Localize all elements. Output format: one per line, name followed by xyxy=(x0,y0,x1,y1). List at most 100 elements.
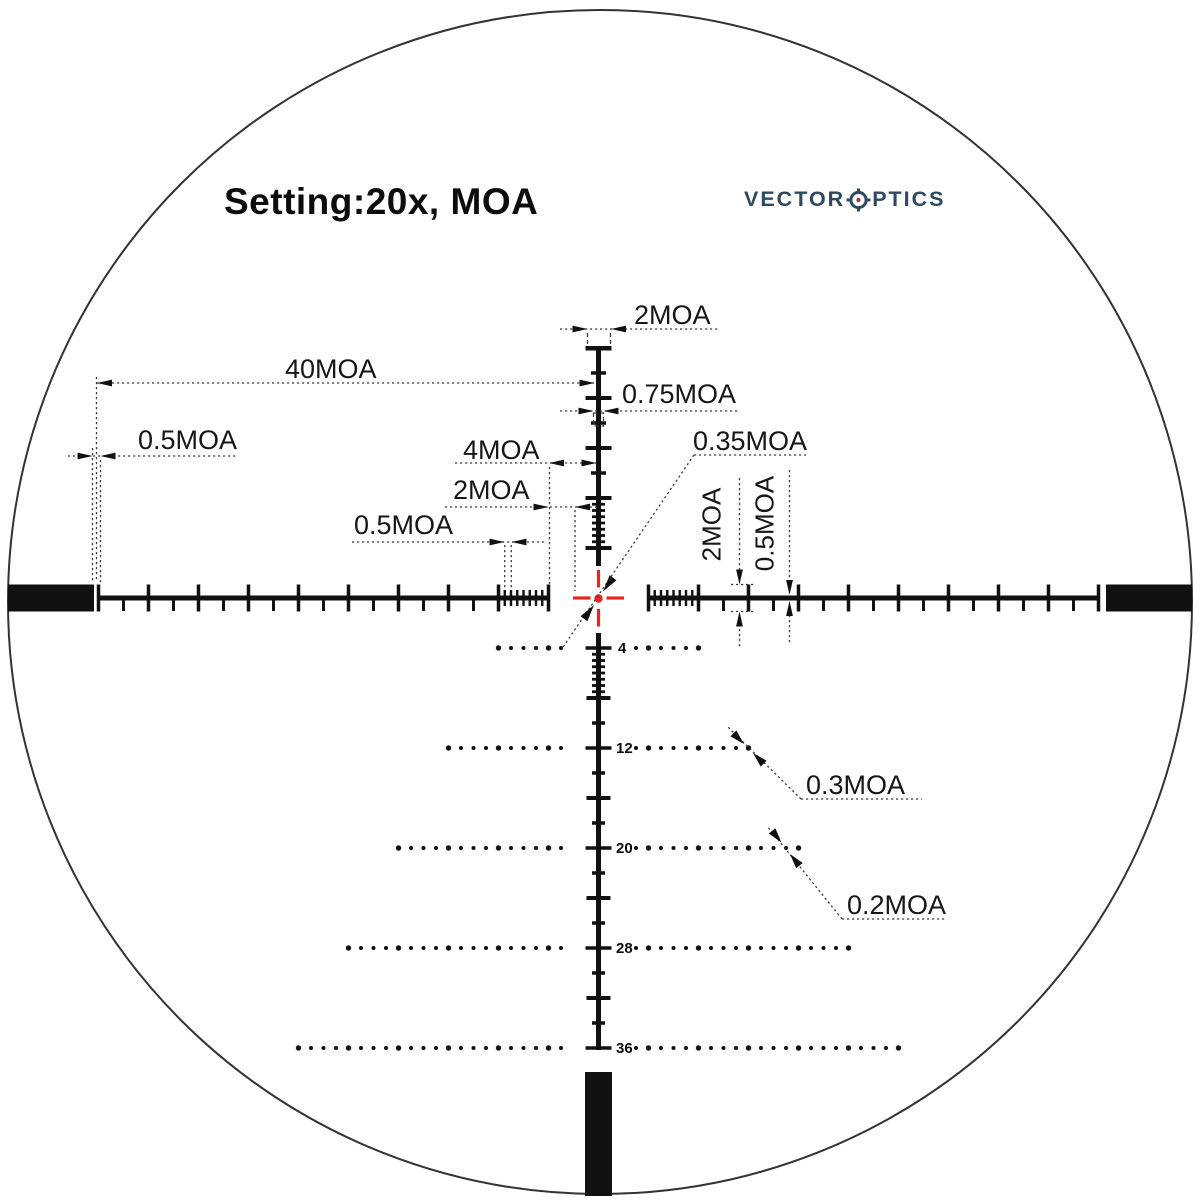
h-major-tick xyxy=(296,584,301,612)
holdover-dot xyxy=(634,846,638,850)
holdover-dot xyxy=(295,1045,302,1051)
holdover-dot xyxy=(521,846,526,850)
small-dot-pointer xyxy=(768,828,782,843)
holdover-dot xyxy=(645,645,652,651)
vector-optics-logo: VECTOR PTICS xyxy=(744,187,946,212)
v-fine-tick xyxy=(592,527,605,531)
holdover-dot xyxy=(759,1046,763,1050)
holdover-dot xyxy=(434,1046,438,1050)
holdover-dot xyxy=(534,646,538,650)
holdover-dot xyxy=(334,1046,338,1050)
h-fine-tick xyxy=(691,590,694,606)
h-major-tick xyxy=(846,584,851,612)
holdover-dot xyxy=(745,845,752,851)
right-heavy-bar xyxy=(1106,584,1192,612)
holdover-dot xyxy=(634,946,638,950)
holdover-dot xyxy=(795,845,802,851)
h-minor-tick xyxy=(222,598,225,611)
h-major-tick xyxy=(746,584,751,612)
row-cross-tick xyxy=(585,746,612,750)
holdover-dot xyxy=(484,946,488,950)
holdover-dot xyxy=(671,846,676,850)
holdover-dot xyxy=(445,845,452,851)
holdover-dot xyxy=(671,946,676,950)
v-wide-tick xyxy=(585,496,612,500)
v-wide-tick xyxy=(585,446,612,450)
holdover-dot xyxy=(459,746,463,750)
v-fine-tick xyxy=(592,502,605,506)
holdover-dot xyxy=(545,1045,552,1051)
h-minor-tick xyxy=(1022,598,1025,611)
holdover-dot xyxy=(459,946,463,950)
h-fine-tick xyxy=(659,590,663,606)
dim-label-tick-to-cross: 2MOA xyxy=(453,475,530,505)
v-fine-tick xyxy=(592,521,605,525)
holdover-dot xyxy=(534,746,538,750)
v-fine-tick xyxy=(592,509,605,512)
holdover-dot xyxy=(659,946,663,950)
v-narrow-tick xyxy=(591,371,606,375)
v-fine-tick xyxy=(592,534,605,537)
center-dot xyxy=(594,594,603,603)
holdover-dot xyxy=(795,945,802,951)
holdover-dot xyxy=(659,1046,663,1050)
dimension-arrow xyxy=(575,503,590,511)
row-cross-tick xyxy=(585,1046,612,1050)
holdover-dot xyxy=(559,746,563,750)
holdover-dot xyxy=(345,1045,352,1051)
large-dot-pointer xyxy=(753,753,767,767)
holdover-dot xyxy=(471,846,476,850)
dim-label-line-thickness: 0.5MOA xyxy=(749,475,780,572)
holdover-dot xyxy=(371,946,376,950)
v-narrow-tick xyxy=(592,971,605,975)
v-fine-tick xyxy=(592,671,605,675)
holdover-dot xyxy=(345,945,352,951)
h-major-tick xyxy=(1046,584,1051,612)
dimension-arrow xyxy=(100,452,116,460)
vertical-line-lower xyxy=(596,633,601,1050)
h-fine-tick xyxy=(516,590,519,606)
center-dot-pointer xyxy=(603,575,617,592)
holdover-dot xyxy=(434,946,438,950)
row-cross-tick xyxy=(585,846,612,850)
holdover-dot xyxy=(309,1046,313,1050)
h-minor-tick xyxy=(372,598,375,611)
holdover-dot xyxy=(795,1045,802,1051)
v-fine-tick xyxy=(592,652,605,656)
v-narrow-tick xyxy=(591,421,606,425)
holdover-dot xyxy=(384,1046,388,1050)
v-fine-tick xyxy=(592,677,605,681)
h-minor-tick xyxy=(1072,598,1075,611)
holdover-dot xyxy=(559,1046,563,1050)
h-fine-tick xyxy=(522,590,525,606)
holdover-dot xyxy=(695,1045,702,1051)
holdover-dot xyxy=(821,1046,826,1050)
h-major-tick xyxy=(1096,584,1101,612)
holdover-dot xyxy=(709,1046,713,1050)
dimension-arrow xyxy=(786,601,793,616)
holdover-dot xyxy=(509,1046,513,1050)
holdover-dot xyxy=(745,1045,752,1051)
holdover-dot xyxy=(871,1046,876,1050)
holdover-dot xyxy=(545,945,552,951)
red-cross-dash xyxy=(596,609,601,627)
holdover-dot xyxy=(684,746,688,750)
h-minor-tick xyxy=(272,598,275,611)
h-minor-tick xyxy=(472,598,475,611)
holdover-dot xyxy=(459,1046,463,1050)
dimension-arrow xyxy=(603,407,619,415)
holdover-dot xyxy=(395,1045,402,1051)
holdover-dot xyxy=(671,1046,676,1050)
holdover-dot xyxy=(395,945,402,951)
holdover-dot xyxy=(371,1046,376,1050)
holdover-dot xyxy=(645,845,652,851)
holdover-row-label-36: 36 xyxy=(616,1040,633,1057)
holdover-dot xyxy=(559,946,563,950)
holdover-dot xyxy=(495,945,502,951)
h-minor-tick xyxy=(872,598,875,611)
v-fine-tick xyxy=(592,515,605,519)
holdover-dot xyxy=(545,645,552,651)
holdover-dot xyxy=(671,646,676,650)
